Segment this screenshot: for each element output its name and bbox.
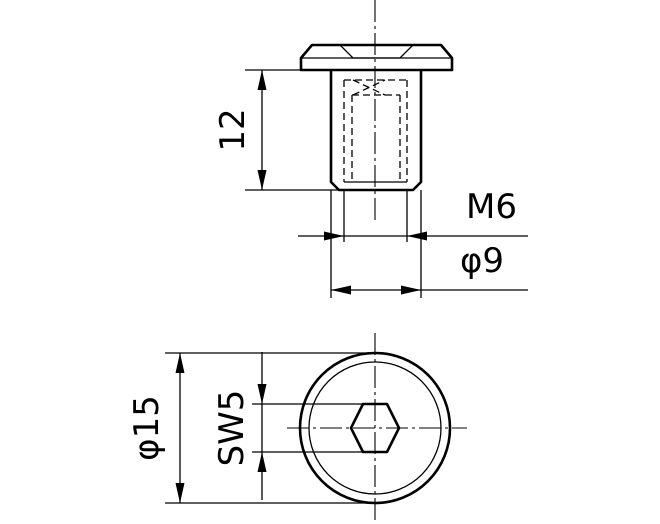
head-recess xyxy=(339,44,414,59)
head-diameter-dimension: φ15 xyxy=(127,352,375,504)
shank-diameter-label: φ9 xyxy=(460,241,504,281)
hex-socket xyxy=(349,402,401,454)
thread-dimension: M6 xyxy=(298,187,528,241)
head-inner-circle xyxy=(308,361,442,495)
length-label: 12 xyxy=(213,108,253,151)
shank-body xyxy=(329,70,423,192)
top-view: φ15 SW5 xyxy=(127,333,467,522)
hex-socket-label: SW5 xyxy=(212,390,252,467)
socket-hidden-lines xyxy=(343,79,408,182)
length-dimension: 12 xyxy=(213,69,339,191)
shank-diameter-dimension: φ9 xyxy=(331,241,528,295)
side-view: 12 M6 φ9 xyxy=(213,0,528,298)
hex-socket-dimension: SW5 xyxy=(212,352,363,500)
thread-label: M6 xyxy=(466,187,517,227)
head-diameter-label: φ15 xyxy=(127,395,167,461)
